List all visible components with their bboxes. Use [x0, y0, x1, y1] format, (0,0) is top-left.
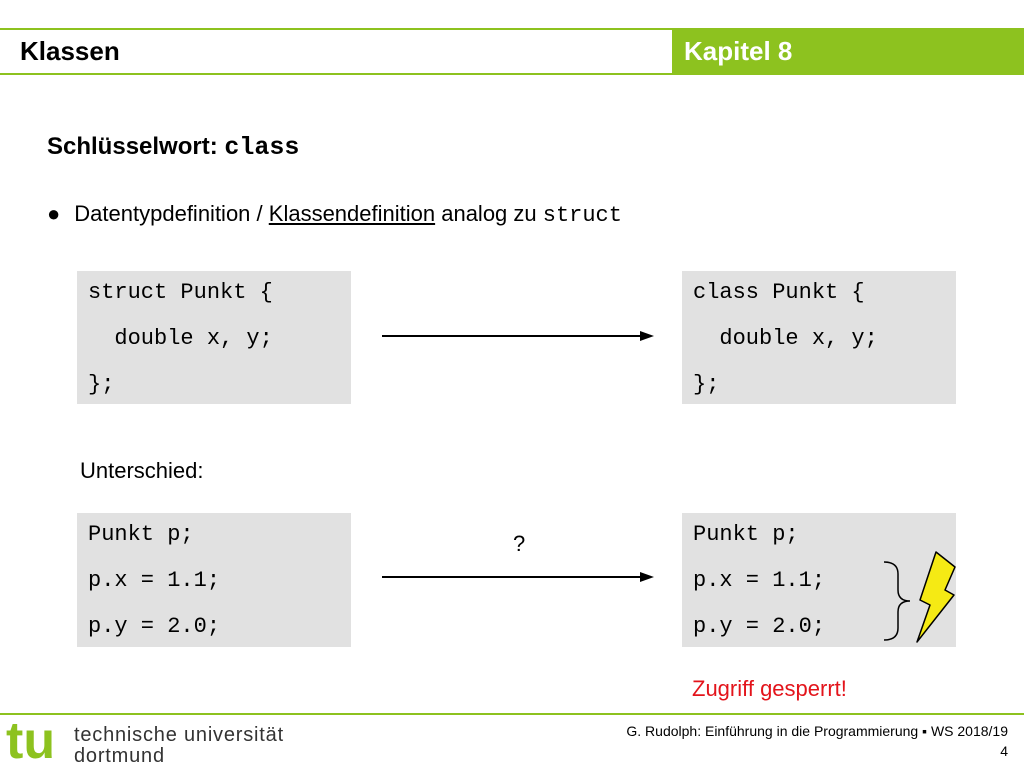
- tu-logo-text: tu: [6, 718, 55, 764]
- bullet-text-after: analog zu: [435, 201, 543, 226]
- chapter-label: Kapitel 8: [684, 36, 793, 66]
- arrow-right-icon: [382, 331, 654, 341]
- question-mark: ?: [513, 531, 526, 556]
- code-line: p.y = 2.0;: [693, 614, 826, 639]
- bullet-code: struct: [542, 203, 622, 228]
- header-bottom-rule: [0, 73, 1024, 75]
- code-line: class Punkt {: [693, 280, 865, 305]
- curly-brace-icon: [883, 561, 911, 641]
- lightning-bolt-icon: [916, 551, 956, 643]
- code-line: double x, y;: [693, 326, 878, 351]
- footer-rule: [0, 713, 1024, 715]
- heading-code: class: [224, 133, 300, 162]
- difference-label: Unterschied:: [80, 458, 204, 483]
- header-top-rule: [0, 28, 1024, 30]
- code-line: p.x = 1.1;: [88, 568, 221, 593]
- page-number: 4: [1000, 743, 1008, 759]
- code-line: Punkt p;: [693, 522, 799, 547]
- course-info: G. Rudolph: Einführung in die Programmie…: [626, 723, 1008, 739]
- code-line: p.x = 1.1;: [693, 568, 826, 593]
- bullet-text-before: Datentypdefinition /: [74, 201, 269, 226]
- code-block-usage-struct: Punkt p; p.x = 1.1; p.y = 2.0;: [77, 513, 351, 647]
- slide-title: Klassen: [20, 36, 120, 66]
- chapter-badge: Kapitel 8: [672, 30, 1024, 73]
- code-line: struct Punkt {: [88, 280, 273, 305]
- code-block-struct: struct Punkt { double x, y; };: [77, 271, 351, 404]
- access-denied-label: Zugriff gesperrt!: [692, 676, 847, 701]
- tu-logo-icon: tu: [6, 718, 55, 764]
- bullet-point: ●Datentypdefinition / Klassendefinition …: [47, 201, 622, 228]
- code-line: p.y = 2.0;: [88, 614, 221, 639]
- section-heading: Schlüsselwort: class: [47, 133, 299, 162]
- university-name-line2: dortmund: [74, 745, 165, 767]
- code-line: };: [88, 372, 115, 397]
- heading-text: Schlüsselwort:: [47, 133, 225, 160]
- code-block-usage-class: Punkt p; p.x = 1.1; p.y = 2.0;: [682, 513, 956, 647]
- arrow-right-icon: [382, 572, 654, 582]
- code-line: Punkt p;: [88, 522, 194, 547]
- code-line: double x, y;: [88, 326, 273, 351]
- code-block-class: class Punkt { double x, y; };: [682, 271, 956, 404]
- bullet-dot: ●: [47, 201, 61, 226]
- code-line: };: [693, 372, 720, 397]
- bullet-underlined-term: Klassendefinition: [268, 201, 436, 226]
- university-name-line1: technische universität: [74, 724, 284, 746]
